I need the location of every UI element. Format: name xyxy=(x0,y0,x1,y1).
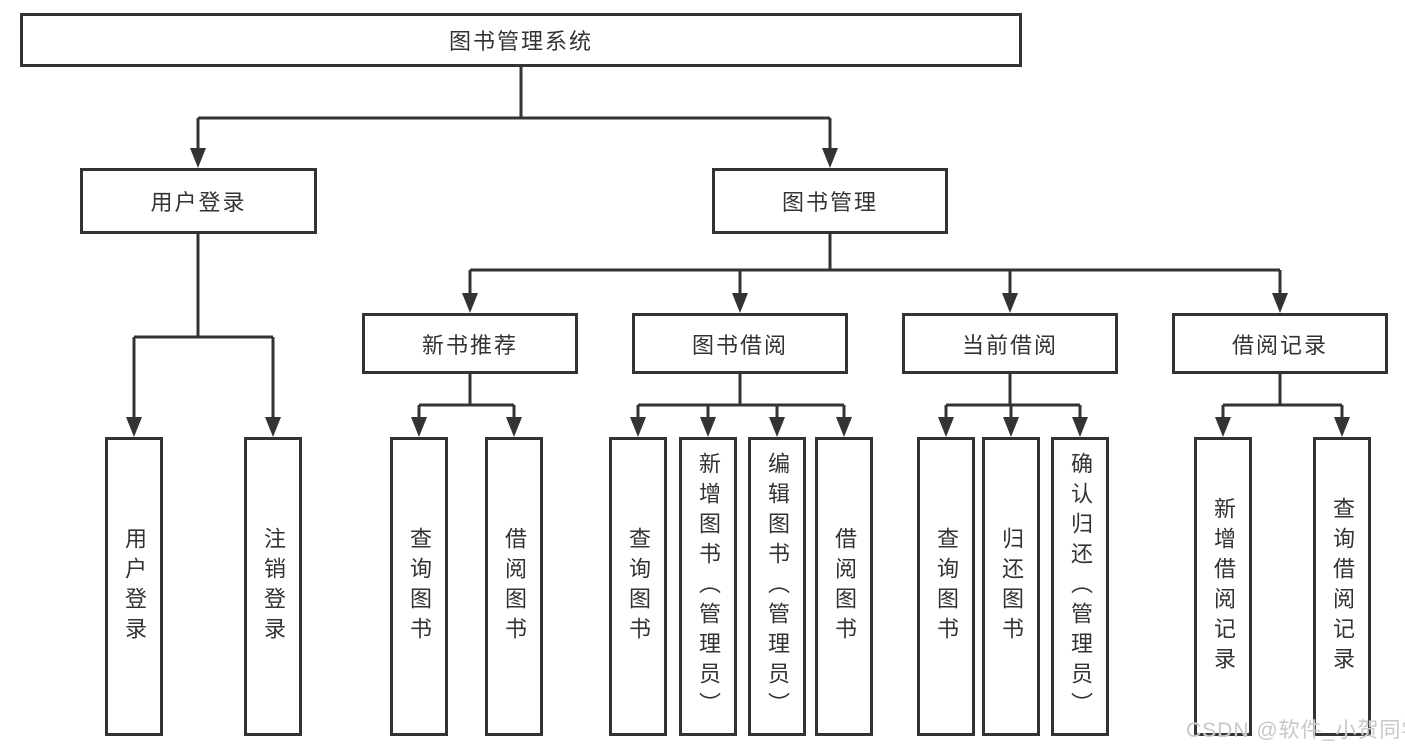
node-book-manage-label: 图书管理 xyxy=(781,190,878,215)
leaf-add-borrow-record-label: 新增借阅记录 xyxy=(1211,496,1236,677)
leaf-logout: 注销登录 xyxy=(244,437,302,736)
node-user-login-label: 用户登录 xyxy=(150,190,247,215)
node-book-manage: 图书管理 xyxy=(712,168,948,234)
leaf-recommend-borrow-book: 借阅图书 xyxy=(485,437,543,736)
node-root-label: 图书管理系统 xyxy=(448,29,593,54)
node-book-borrow: 图书借阅 xyxy=(632,313,848,374)
node-borrow-records: 借阅记录 xyxy=(1172,313,1388,374)
node-new-book-recommend-label: 新书推荐 xyxy=(421,332,518,358)
leaf-query-borrow-record-label: 查询借阅记录 xyxy=(1330,496,1355,677)
leaf-return-book: 归还图书 xyxy=(982,437,1040,736)
leaf-logout-label: 注销登录 xyxy=(261,526,286,647)
leaf-recommend-query-book-label: 查询图书 xyxy=(407,526,432,647)
leaf-return-book-label: 归还图书 xyxy=(999,526,1024,647)
leaf-recommend-query-book: 查询图书 xyxy=(390,437,448,736)
leaf-edit-book-admin-label: 编辑图书（管理员） xyxy=(765,451,790,722)
leaf-add-book-admin: 新增图书（管理员） xyxy=(679,437,737,736)
node-root: 图书管理系统 xyxy=(20,13,1022,67)
node-borrow-records-label: 借阅记录 xyxy=(1231,332,1328,358)
leaf-add-borrow-record: 新增借阅记录 xyxy=(1194,437,1252,736)
leaf-borrow-query-book: 查询图书 xyxy=(609,437,667,736)
node-user-login: 用户登录 xyxy=(80,168,317,234)
leaf-query-borrow-record: 查询借阅记录 xyxy=(1313,437,1371,736)
leaf-recommend-borrow-book-label: 借阅图书 xyxy=(502,526,527,647)
node-book-borrow-label: 图书借阅 xyxy=(691,332,788,358)
leaf-borrow-book: 借阅图书 xyxy=(815,437,873,736)
node-current-borrow-label: 当前借阅 xyxy=(961,332,1058,358)
node-current-borrow: 当前借阅 xyxy=(902,313,1118,374)
leaf-confirm-return-admin: 确认归还（管理员） xyxy=(1051,437,1109,736)
leaf-edit-book-admin: 编辑图书（管理员） xyxy=(748,437,806,736)
leaf-current-query-book-label: 查询图书 xyxy=(934,526,959,647)
leaf-add-book-admin-label: 新增图书（管理员） xyxy=(696,451,721,722)
watermark: CSDN @软件_小贺同学 xyxy=(1186,719,1405,742)
leaf-confirm-return-admin-label: 确认归还（管理员） xyxy=(1068,451,1093,722)
leaf-current-query-book: 查询图书 xyxy=(917,437,975,736)
leaf-borrow-query-book-label: 查询图书 xyxy=(626,526,651,647)
node-new-book-recommend: 新书推荐 xyxy=(362,313,578,374)
leaf-user-login: 用户登录 xyxy=(105,437,163,736)
leaf-borrow-book-label: 借阅图书 xyxy=(832,526,857,647)
leaf-user-login-label: 用户登录 xyxy=(122,526,147,647)
